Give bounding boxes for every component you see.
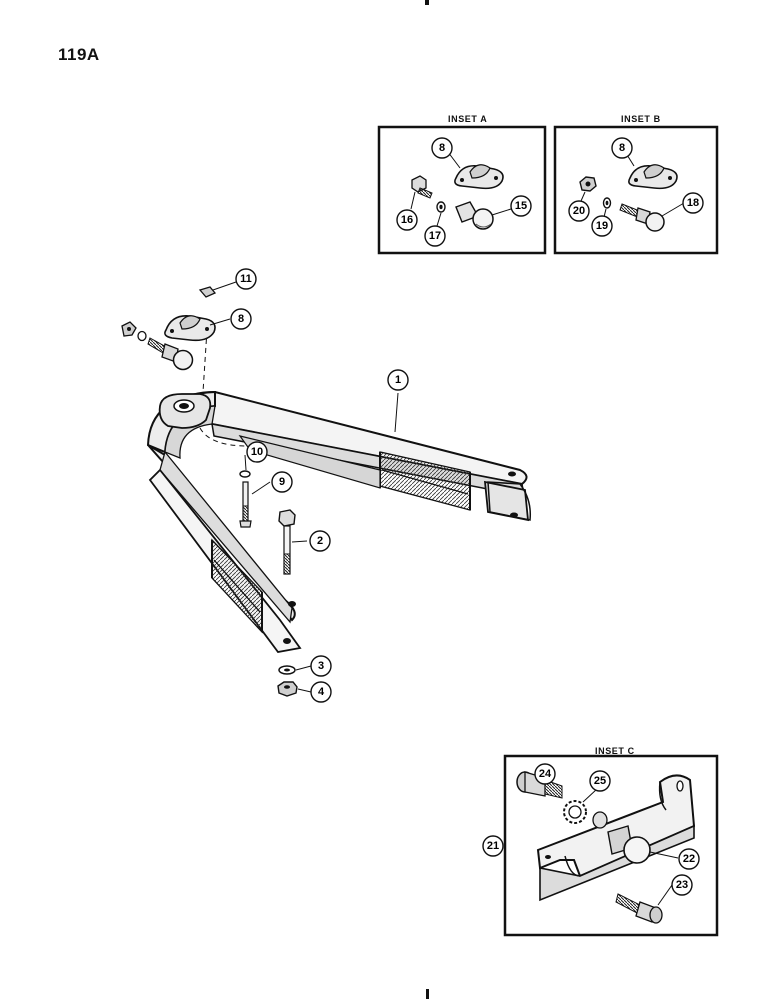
inset-a-title: INSET A xyxy=(448,114,488,124)
callout-17: 17 xyxy=(424,225,446,247)
callout-15: 15 xyxy=(510,195,532,217)
inset-c-title: INSET C xyxy=(595,746,635,756)
bolt-part xyxy=(411,175,433,199)
inset-a-box xyxy=(377,125,547,255)
callout-8-main: 8 xyxy=(230,308,252,330)
callout-8-inset-a: 8 xyxy=(431,137,453,159)
page-mark-top xyxy=(425,0,429,5)
page-mark-bottom xyxy=(426,989,429,999)
callout-20: 20 xyxy=(568,200,590,222)
svg-text:2: 2 xyxy=(317,535,323,547)
page-number: 119A xyxy=(58,45,100,64)
svg-text:10: 10 xyxy=(251,446,263,458)
inset-b-box xyxy=(553,125,719,255)
ball-stud-part xyxy=(592,811,651,864)
lock-washer-part xyxy=(563,800,587,824)
svg-text:20: 20 xyxy=(573,205,585,217)
callout-9: 9 xyxy=(271,471,293,493)
svg-text:25: 25 xyxy=(594,775,606,787)
cap-screw-part xyxy=(516,771,563,799)
svg-text:8: 8 xyxy=(238,313,244,325)
svg-text:18: 18 xyxy=(687,197,699,209)
callout-23: 23 xyxy=(671,874,693,896)
callout-25: 25 xyxy=(589,770,611,792)
callout-16: 16 xyxy=(396,209,418,231)
callout-8-inset-b: 8 xyxy=(611,137,633,159)
svg-text:15: 15 xyxy=(515,200,527,212)
callout-10: 10 xyxy=(246,441,268,463)
bracket-plate-part xyxy=(536,774,696,902)
washer-part xyxy=(239,470,251,478)
inset-a-parts xyxy=(410,151,512,230)
bolt-part xyxy=(239,481,252,528)
pivot-boss xyxy=(158,393,212,429)
callout-11: 11 xyxy=(235,268,257,290)
callout-22: 22 xyxy=(678,848,700,870)
callout-24: 24 xyxy=(534,763,556,785)
long-bolt-part xyxy=(278,509,296,575)
inset-c-parts xyxy=(504,771,696,924)
a-frame-assembly xyxy=(146,329,532,653)
callout-19: 19 xyxy=(591,215,613,237)
callout-18: 18 xyxy=(682,192,704,214)
callout-1: 1 xyxy=(387,369,409,391)
svg-text:3: 3 xyxy=(318,660,324,672)
svg-text:17: 17 xyxy=(429,230,441,242)
svg-text:16: 16 xyxy=(401,214,413,226)
nut-part xyxy=(277,681,298,697)
bearing-cap-part xyxy=(628,164,678,190)
callout-21: 21 xyxy=(482,835,504,857)
svg-text:19: 19 xyxy=(596,220,608,232)
ball-stud-assembly xyxy=(121,321,194,371)
svg-text:4: 4 xyxy=(318,686,325,698)
svg-text:8: 8 xyxy=(439,142,445,154)
inset-b-title: INSET B xyxy=(621,114,661,124)
ball-stud-part xyxy=(455,201,494,230)
bolt-part xyxy=(615,893,663,924)
svg-text:9: 9 xyxy=(279,476,285,488)
bearing-cap-part xyxy=(454,164,504,190)
nut-part xyxy=(579,176,597,192)
inset-b-parts xyxy=(579,149,685,232)
bearing-cap-part xyxy=(164,314,216,342)
svg-text:21: 21 xyxy=(487,840,499,852)
svg-text:8: 8 xyxy=(619,142,625,154)
ball-stud-part xyxy=(619,203,665,232)
svg-text:1: 1 xyxy=(395,374,401,386)
svg-text:24: 24 xyxy=(539,768,552,780)
callout-2: 2 xyxy=(309,530,331,552)
callout-3: 3 xyxy=(310,655,332,677)
svg-text:11: 11 xyxy=(240,273,252,285)
leader-lines xyxy=(209,281,399,693)
svg-text:22: 22 xyxy=(683,853,695,865)
svg-text:23: 23 xyxy=(676,879,688,891)
grease-fitting-part xyxy=(198,286,217,298)
callout-4: 4 xyxy=(310,681,332,703)
